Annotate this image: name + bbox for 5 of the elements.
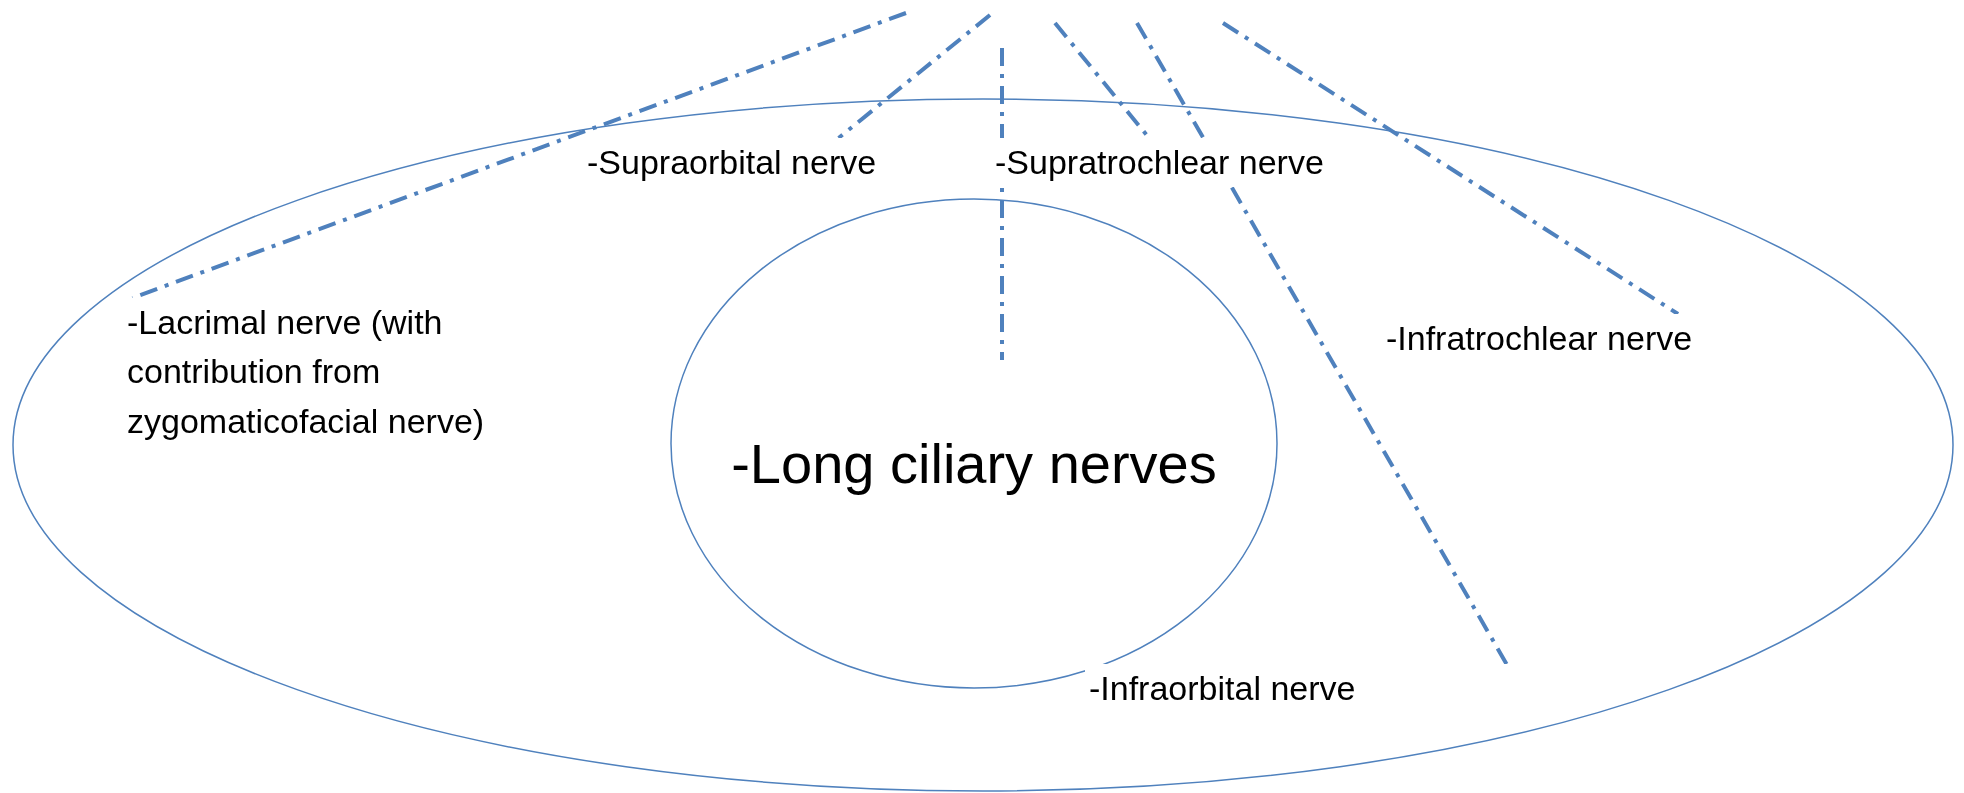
leader-line [1000, 48, 1004, 360]
leader-line [837, 13, 992, 140]
leader-line [1135, 22, 1509, 665]
leader-line [131, 11, 907, 300]
leader-line [1221, 21, 1680, 316]
